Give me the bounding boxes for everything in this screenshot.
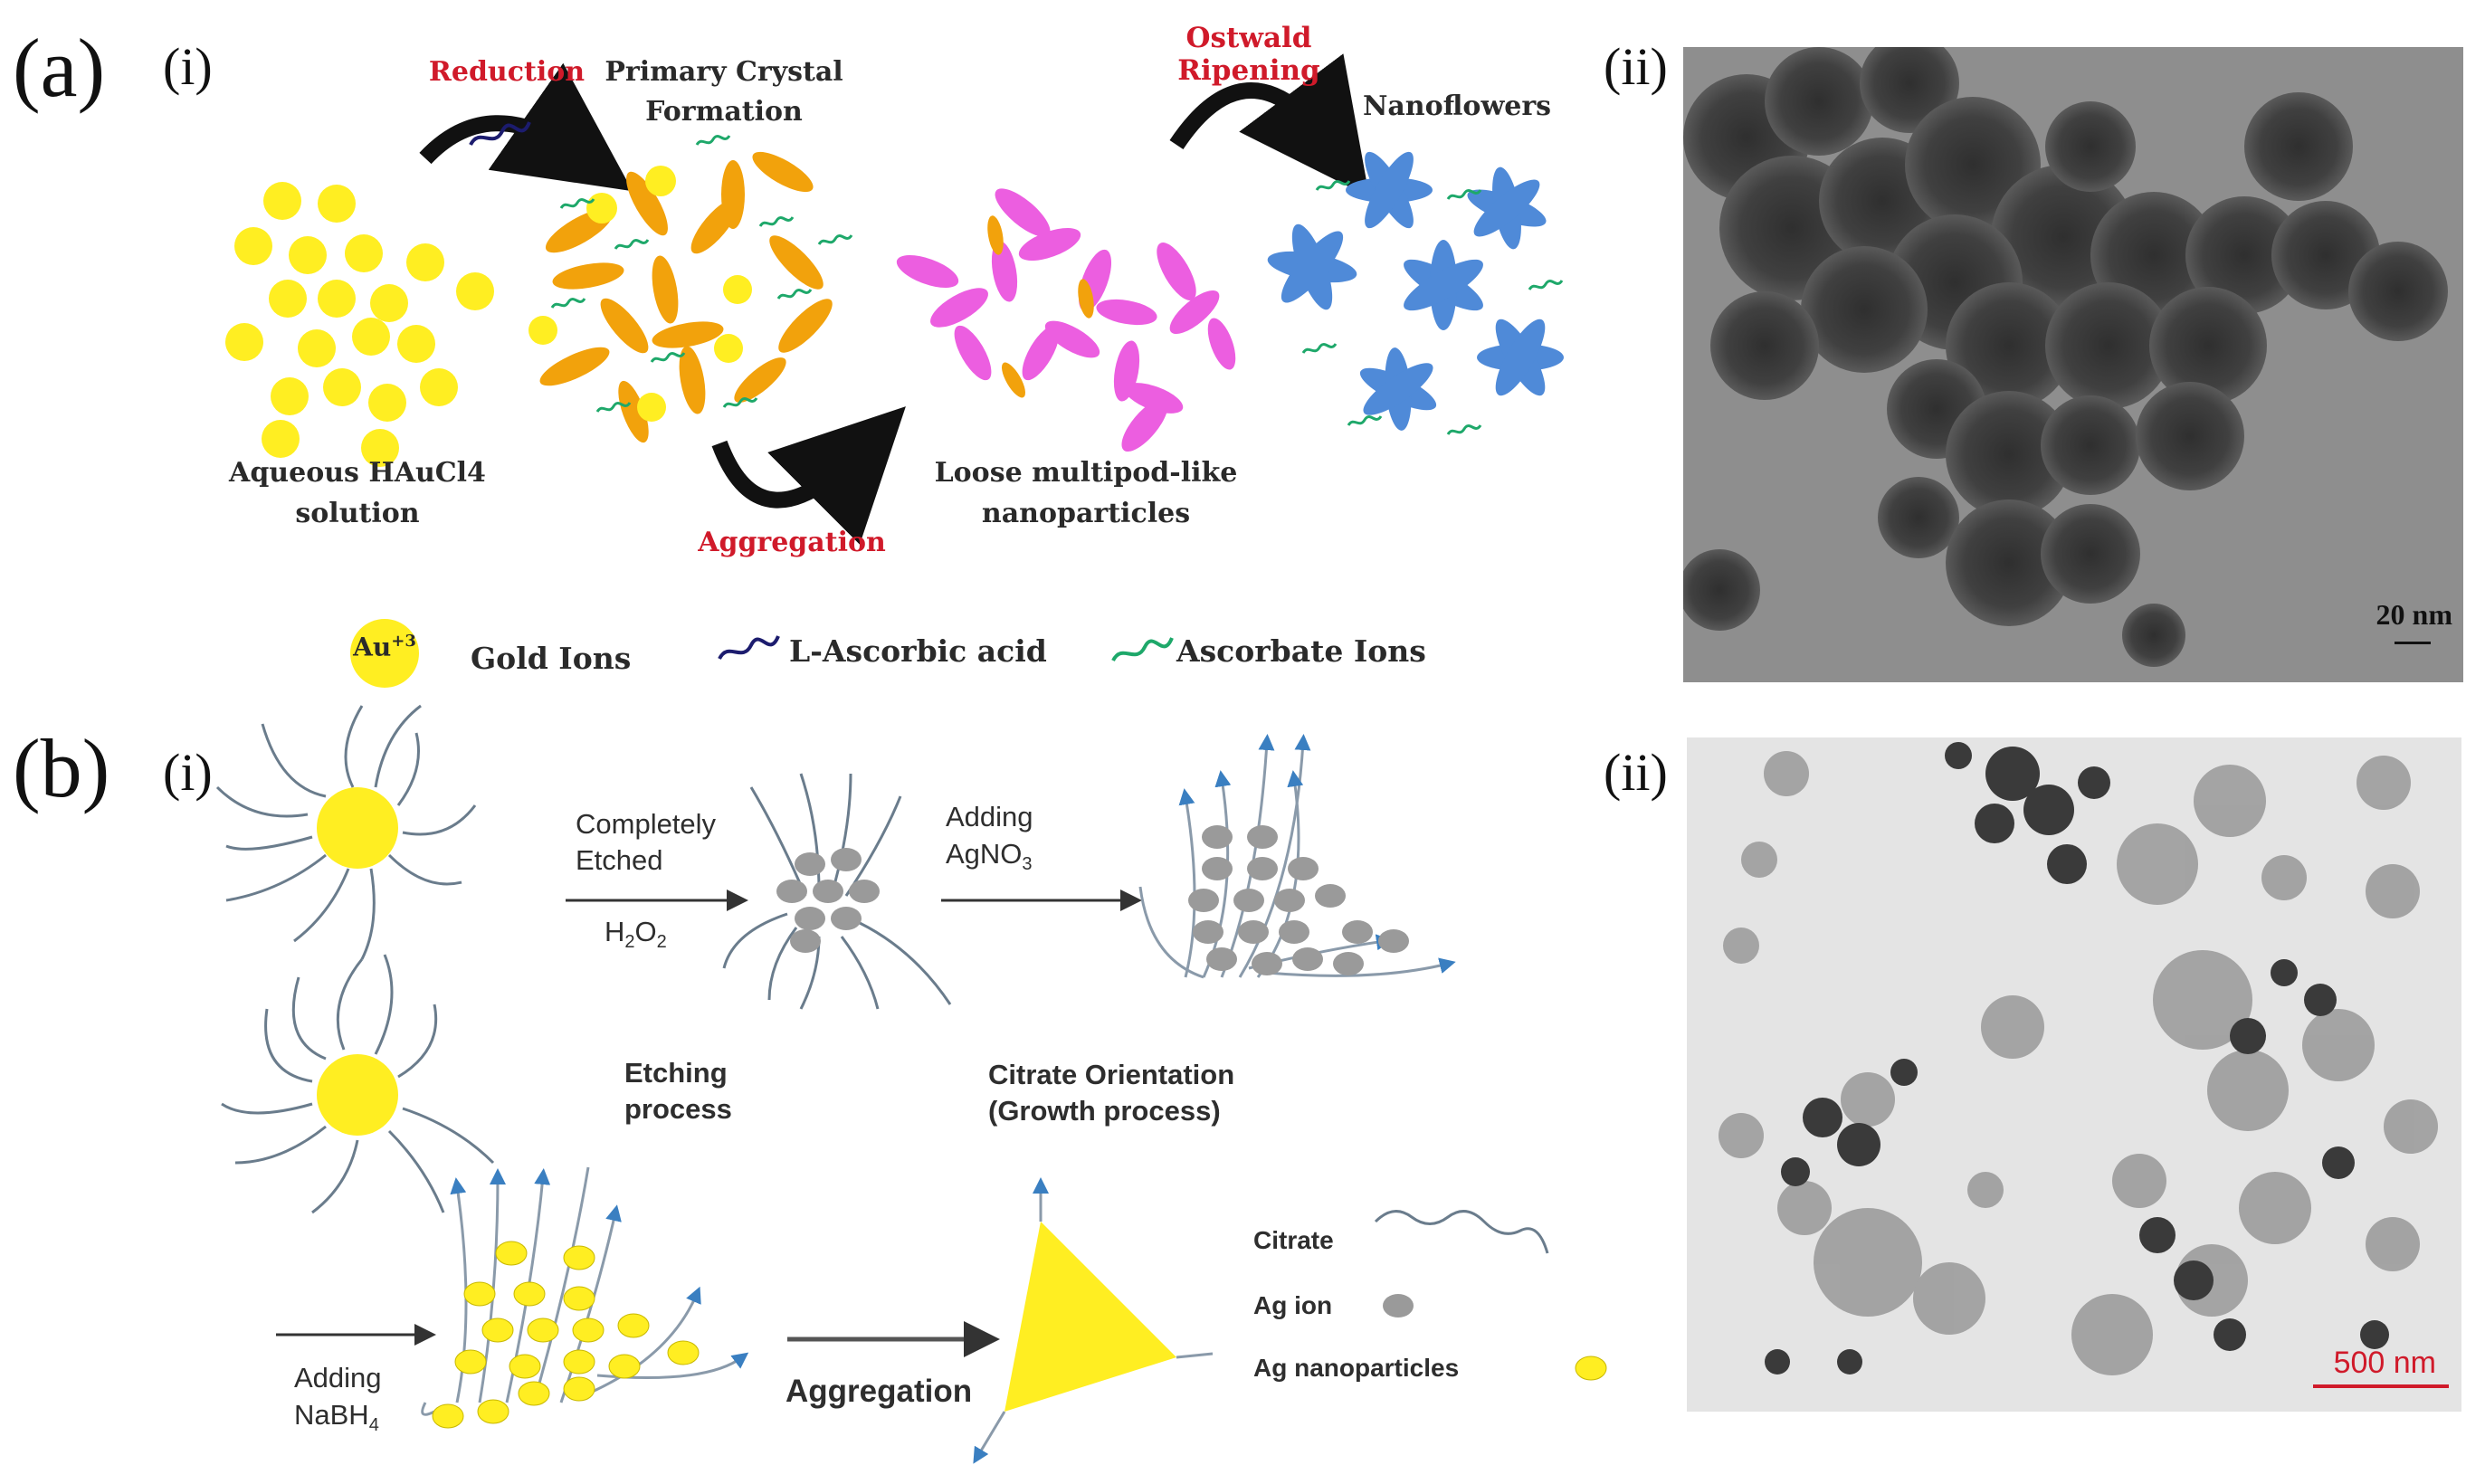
label-adding-nabh4: Adding xyxy=(294,1362,382,1394)
agno3-sub: 3 xyxy=(1022,854,1033,875)
citrate-legend-icon xyxy=(1374,1210,1549,1254)
panel-a-sub-i: (i) xyxy=(163,37,213,96)
label-primary-crystal-1: Primary Crystal xyxy=(605,56,843,88)
nabh4-sub: 4 xyxy=(368,1415,379,1436)
multipod-cluster xyxy=(896,188,1236,452)
etched-cluster xyxy=(722,773,952,1010)
legend-ag-np: Ag nanoparticles xyxy=(1253,1354,1460,1382)
scale-bar-label-a: 20 nm xyxy=(2376,598,2452,631)
label-h2o2: H2O2 xyxy=(605,916,667,953)
nabh4-text: NaBH xyxy=(294,1399,369,1431)
ag-nanoparticle-cluster xyxy=(421,1166,749,1429)
label-aqueous-2: solution xyxy=(295,498,420,529)
legend-au-ion: Au+3 xyxy=(351,632,418,661)
primary-crystal-cluster xyxy=(528,135,853,443)
panel-b-sub-ii: (ii) xyxy=(1604,743,1668,802)
label-aqueous-1: Aqueous HAuCl4 xyxy=(229,457,486,489)
h2o2-sub2: 2 xyxy=(656,932,667,953)
ascorbic-acid-icon xyxy=(469,121,531,147)
label-etched: Etched xyxy=(576,844,663,876)
panel-b-letter: (b) xyxy=(13,722,110,814)
ascorbic-legend-icon xyxy=(718,635,780,661)
label-ostwald: Ostwald Ripening xyxy=(1177,22,1320,87)
label-multipod-1: Loose multipod-like xyxy=(934,457,1238,489)
ascorbate-legend-icon xyxy=(1111,637,1174,662)
ag-np-legend-icon xyxy=(1575,1356,1607,1381)
panel-a-sub-ii: (ii) xyxy=(1604,37,1668,96)
gold-ion-cluster xyxy=(225,182,494,467)
au-charge: +3 xyxy=(391,632,416,651)
label-citrate-orientation-2: (Growth process) xyxy=(988,1095,1221,1127)
legend-ascorbic: L-Ascorbic acid xyxy=(789,633,1047,669)
legend-gold-ions: Gold Ions xyxy=(471,641,632,676)
label-etching-2: process xyxy=(624,1093,732,1125)
h2o2-h: H xyxy=(605,916,625,947)
nanoflower-ascorbate xyxy=(1301,180,1564,435)
legend-ag-ion: Ag ion xyxy=(1253,1291,1333,1319)
tem-b-texture xyxy=(1687,737,2461,1412)
agno3-text: AgNO xyxy=(946,838,1023,870)
gold-ion-legend-icon xyxy=(350,619,419,688)
aggregation-arrow xyxy=(711,406,906,545)
tem-micrograph-b: 500 nm xyxy=(1687,737,2461,1412)
label-reduction: Reduction xyxy=(428,56,586,88)
tem-micrograph-a: 20 nm xyxy=(1683,47,2463,682)
reduction-arrow xyxy=(419,62,633,192)
panel-a-letter: (a) xyxy=(13,22,106,114)
legend-citrate: Citrate xyxy=(1253,1226,1334,1254)
label-multipod-2: nanoparticles xyxy=(981,498,1191,529)
silver-nanoprism xyxy=(973,1177,1214,1464)
scale-bar-b xyxy=(2313,1384,2449,1388)
label-aggregation-b: Aggregation xyxy=(785,1374,973,1409)
ostwald-arrow xyxy=(1169,53,1370,197)
label-aggregation-a: Aggregation xyxy=(698,527,886,558)
nanoflower-cluster xyxy=(1267,151,1564,431)
legend-ascorbate: Ascorbate Ions xyxy=(1176,633,1426,669)
multipod-orange-rods xyxy=(987,215,1094,398)
h2o2-sub1: 2 xyxy=(624,932,635,953)
label-citrate-orientation-1: Citrate Orientation xyxy=(988,1059,1235,1090)
scale-bar-a xyxy=(2395,642,2431,644)
panel-b-sub-i: (i) xyxy=(163,743,213,802)
citrate-capped-particles xyxy=(215,704,495,1214)
ag-ion-legend-icon xyxy=(1383,1294,1414,1318)
label-etching-1: Etching xyxy=(624,1057,728,1089)
label-nabh4: NaBH4 xyxy=(294,1399,379,1436)
label-completely: Completely xyxy=(576,808,717,840)
label-nanoflowers: Nanoflowers xyxy=(1362,90,1552,122)
label-primary-crystal-2: Formation xyxy=(645,96,803,128)
au-symbol: Au xyxy=(353,632,392,662)
label-adding-agno3: Adding xyxy=(946,801,1033,832)
tem-a-texture xyxy=(1683,47,2463,682)
label-agno3: AgNO3 xyxy=(946,838,1033,875)
scale-bar-label-b: 500 nm xyxy=(2333,1346,2436,1380)
h2o2-o: O xyxy=(634,916,657,947)
growth-cluster xyxy=(1138,734,1456,979)
